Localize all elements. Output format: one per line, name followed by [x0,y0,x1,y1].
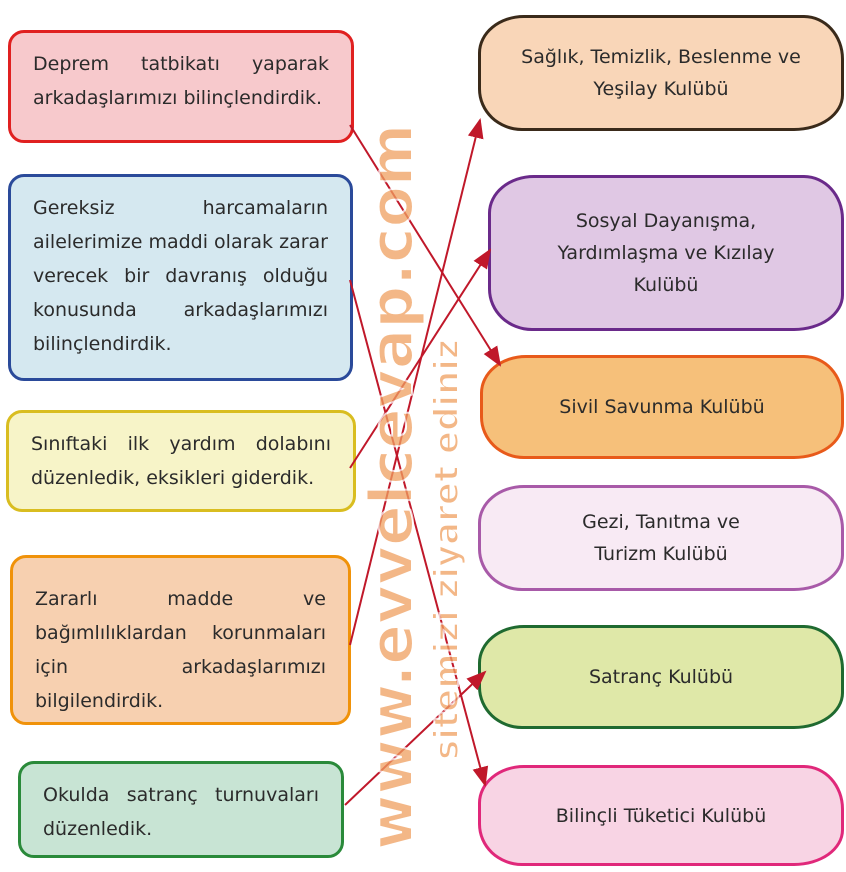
club-name: Sosyal Dayanışma, Yardımlaşma ve Kızılay… [557,210,775,296]
activity-box-4: Zararlı madde ve bağımlılıklardan korunm… [10,555,351,725]
club-cloud-4: Gezi, Tanıtma ve Turizm Kulübü [478,485,844,591]
club-cloud-3: Sivil Savunma Kulübü [480,355,844,459]
club-cloud-1: Sağlık, Temizlik, Beslenme ve Yeşilay Ku… [478,15,844,131]
activity-text: Gereksiz harcamaların ailelerimize maddi… [33,197,328,355]
activity-box-1: Deprem tatbikatı yaparak arkadaşlarımızı… [8,30,354,143]
activity-text: Zararlı madde ve bağımlılıklardan korunm… [35,588,326,712]
club-name: Satranç Kulübü [588,666,734,688]
club-cloud-5: Satranç Kulübü [478,625,844,729]
club-name: Gezi, Tanıtma ve Turizm Kulübü [582,511,740,565]
club-name: Bilinçli Tüketici Kulübü [555,804,767,827]
watermark-sub: sitemizi ziyaret ediniz [426,338,468,761]
club-cloud-2: Sosyal Dayanışma, Yardımlaşma ve Kızılay… [488,175,844,331]
activity-box-3: Sınıftaki ilk yardım dolabını düzenledik… [6,410,356,512]
activity-text: Okulda satranç turnuvaları düzenledik. [43,784,319,840]
watermark-main: www.evvelcevap.com [356,123,428,851]
activity-box-2: Gereksiz harcamaların ailelerimize maddi… [8,174,353,381]
activity-box-5: Okulda satranç turnuvaları düzenledik. [18,761,344,858]
club-cloud-6: Bilinçli Tüketici Kulübü [478,765,844,866]
activity-text: Deprem tatbikatı yaparak arkadaşlarımızı… [33,53,329,109]
activity-text: Sınıftaki ilk yardım dolabını düzenledik… [31,433,331,489]
club-name: Sivil Savunma Kulübü [559,396,765,418]
club-name: Sağlık, Temizlik, Beslenme ve Yeşilay Ku… [521,46,801,100]
